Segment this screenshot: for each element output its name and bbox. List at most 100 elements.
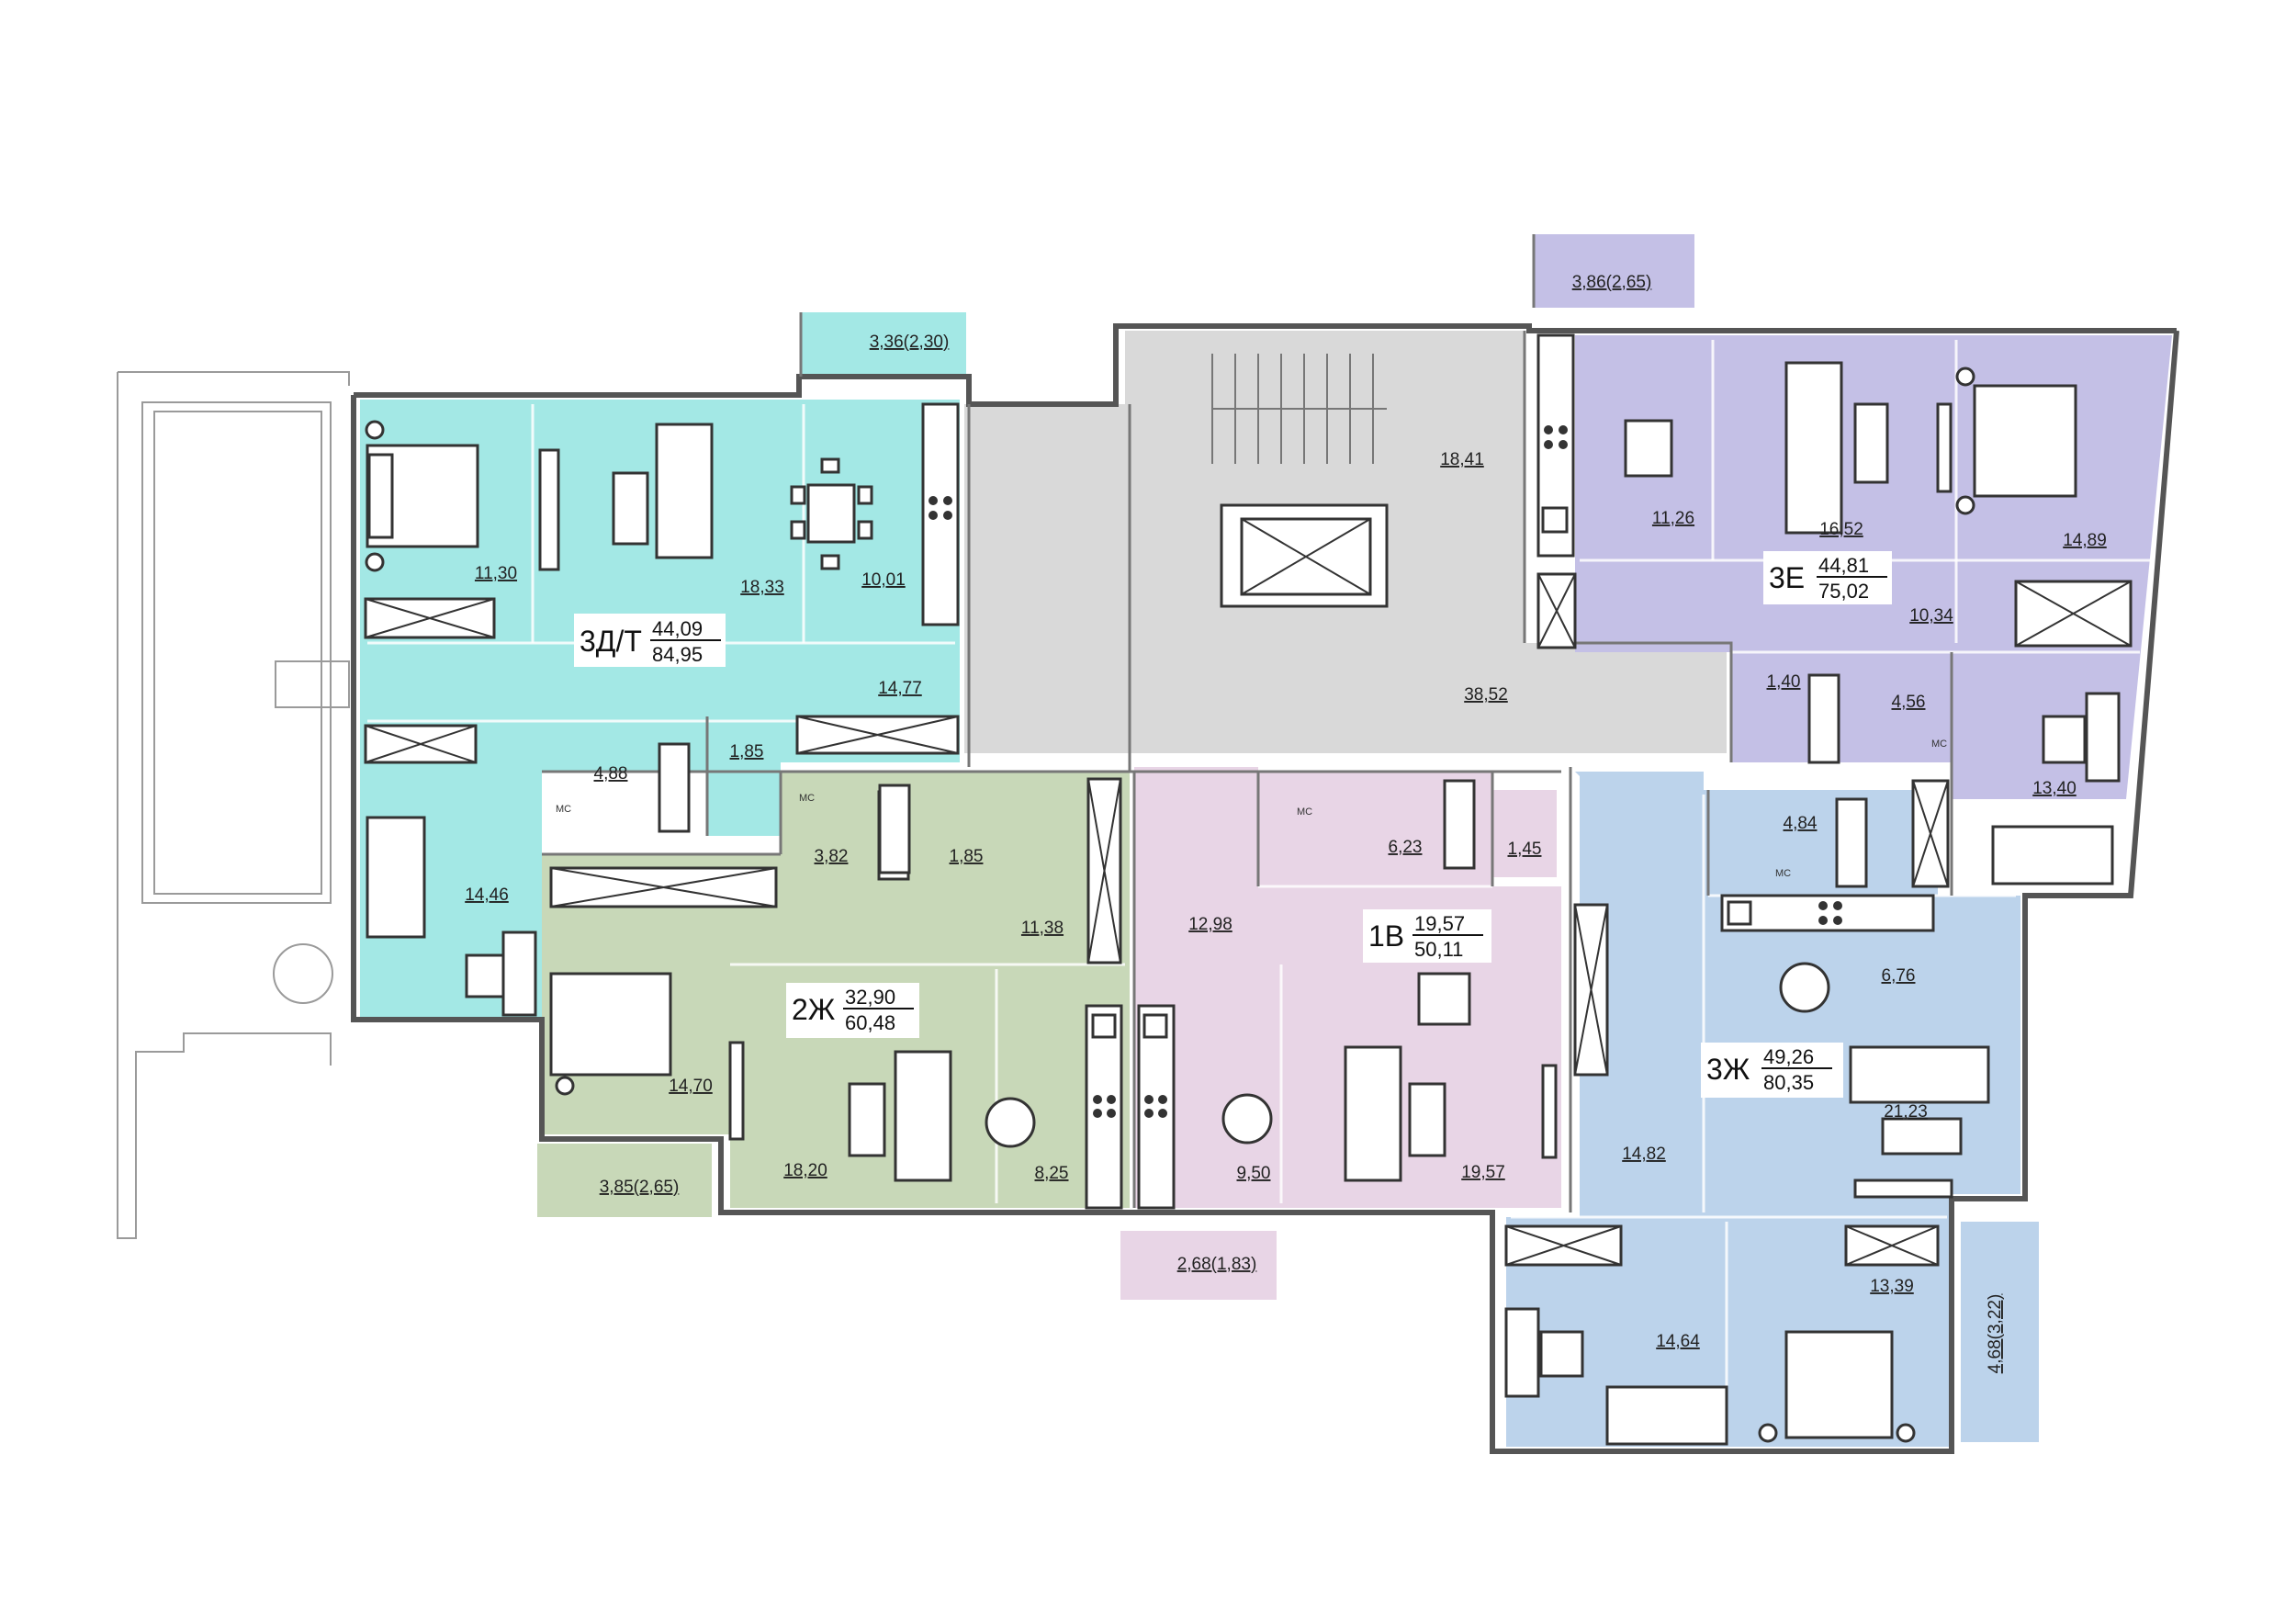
tv-stand-icon [1541,1064,1558,1159]
dining-table-icon [1624,419,1673,478]
apartment-tag-1v: 1В 19,57 50,11 [1363,909,1491,963]
armchair-icon [2042,715,2087,764]
area-3dt-balcony: 3,36(2,30) [870,333,950,352]
area-3e-wc: 1,40 [1767,672,1801,692]
dining-table-icon [1221,1093,1273,1145]
apartment-tag-3dt: 3Д/Т 44,09 84,95 [574,614,726,667]
armchair-icon [465,953,510,998]
kitchen-counter-icon [1085,1004,1123,1210]
bed-icon [1991,825,2114,885]
area-3zh-balcony: 4,68(3,22) [1986,1294,2005,1374]
area-3e-bed1: 14,89 [2063,531,2107,550]
fixture-label: МС [1931,739,1947,750]
balcony-3dt-fill [801,312,966,377]
area-2zh-wc: 1,85 [950,847,984,866]
apartment-code: 2Ж [792,993,836,1026]
bed-icon [1955,367,2077,515]
area-1v-living: 19,57 [1461,1163,1505,1182]
total-area: 60,48 [845,1011,895,1034]
kitchen-counter-icon [1720,894,1935,932]
area-3zh-bath: 4,84 [1784,814,1818,833]
area-common-corridor: 38,52 [1464,685,1508,705]
area-3e-living: 16,52 [1819,520,1863,539]
area-2zh-bath: 3,82 [815,847,849,866]
bed-icon [365,420,479,572]
dining-table-icon [790,457,873,570]
balcony-1v-fill [1120,1231,1277,1300]
area-3dt-wc: 1,85 [730,742,764,761]
area-3zh-kitchen: 6,76 [1882,966,1916,986]
fixture-labels: МС МС МС МС МС [556,739,1947,879]
area-1v-hall: 12,98 [1188,915,1232,934]
balcony-2zh-fill [537,1144,712,1217]
area-3dt-hall: 14,77 [878,679,922,698]
area-1v-balcony: 2,68(1,83) [1177,1255,1257,1274]
desk-icon [501,930,537,1017]
tv-stand-icon [538,448,560,571]
area-3e-bath: 4,56 [1892,693,1926,712]
apartment-tag-3e: 3Е 44,81 75,02 [1763,551,1892,604]
area-2zh-bed: 14,70 [669,1077,713,1096]
area-1v-kitchen: 9,50 [1237,1164,1271,1183]
bathtub-icon [1443,779,1476,870]
area-3e-hall: 10,34 [1909,606,1953,626]
coffee-table-icon [1408,1082,1446,1157]
apartment-3dt [360,312,966,1018]
kitchen-counter-icon [921,402,960,626]
living-area: 32,90 [845,986,895,1009]
bathtub-icon [658,742,691,833]
armchair-icon [1417,972,1471,1026]
area-2zh-living: 18,20 [783,1161,827,1180]
bathtub-icon [1835,797,1868,888]
area-3dt-bath: 4,88 [594,764,628,784]
living-area: 44,09 [652,617,703,640]
apartment-code: 3Д/Т [580,625,642,658]
area-common-stairs: 18,41 [1440,450,1484,469]
apartment-code: 3Ж [1706,1053,1750,1086]
apartment-code: 1В [1368,919,1404,953]
tv-stand-icon [1853,1179,1953,1199]
bed-icon [1758,1330,1916,1443]
tv-stand-icon [1936,402,1953,493]
coffee-table-icon [1881,1117,1963,1156]
apartment-code: 3Е [1769,561,1805,594]
apartment-3zh-fill [1506,772,2020,1447]
area-3e-kitchen: 11,26 [1652,509,1694,528]
area-3dt-bed2: 14,46 [465,885,509,905]
sofa-icon [894,1050,952,1182]
coffee-table-icon [1853,402,1889,484]
elevator-shaft [1220,503,1389,608]
total-area: 80,35 [1763,1071,1814,1094]
desk-icon [2085,692,2121,783]
balcony-3zh-fill [1961,1222,2039,1442]
apartment-tag-2zh: 2Ж 32,90 60,48 [786,983,919,1038]
area-3dt-kitchen: 10,01 [861,570,906,590]
apartment-tag-3zh: 3Ж 49,26 80,35 [1701,1043,1843,1098]
sofa-icon [1344,1045,1402,1182]
area-3zh-hall: 14,82 [1622,1145,1666,1164]
coffee-table-icon [612,471,649,546]
living-area: 49,26 [1763,1045,1814,1068]
bed-icon [1605,1385,1728,1446]
total-area: 84,95 [652,643,703,666]
fixture-label: МС [556,804,571,815]
area-3dt-bed1: 11,30 [475,564,517,583]
area-1v-wc: 1,45 [1508,840,1542,859]
area-2zh-hall: 11,38 [1021,919,1064,938]
coffee-table-icon [848,1082,886,1157]
area-3zh-bed1: 14,64 [1656,1332,1700,1351]
fixture-label: МС [1775,868,1791,879]
area-3e-bed2: 13,40 [2032,779,2077,798]
living-area: 19,57 [1414,912,1465,935]
area-2zh-balcony: 3,85(2,65) [600,1178,680,1197]
sofa-icon [1784,361,1843,535]
area-3zh-living: 21,23 [1884,1102,1928,1122]
area-3e-balcony: 3,86(2,65) [1572,273,1652,292]
sofa-icon [1849,1045,1990,1104]
fixture-label: МС [799,793,815,804]
total-area: 75,02 [1818,580,1869,603]
apartment-3dt-fill [360,400,960,1018]
dining-table-icon [1779,962,1830,1013]
bed-icon [366,816,426,939]
